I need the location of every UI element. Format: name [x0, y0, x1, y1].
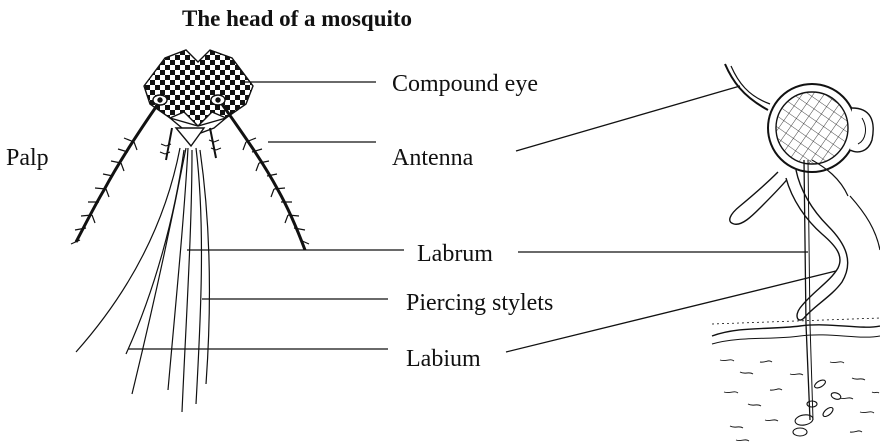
side-palp: [730, 172, 790, 224]
stylet-strand: [196, 148, 201, 404]
skin-texture: [720, 360, 879, 441]
blood-cells: [793, 378, 842, 436]
pointer-labium-to-side: [506, 270, 840, 352]
head-front-view: [71, 50, 309, 412]
side-antenna: [725, 64, 768, 110]
skin-surface: [712, 325, 880, 336]
antenna-right: [222, 104, 305, 250]
antenna-left: [76, 104, 158, 242]
labium-sheath: [76, 148, 180, 352]
palp-right: [210, 128, 216, 158]
pointer-antenna-to-side: [516, 86, 740, 151]
palp-left: [166, 128, 172, 160]
compound-eye-shape: [144, 50, 253, 126]
side-labium: [786, 170, 848, 320]
